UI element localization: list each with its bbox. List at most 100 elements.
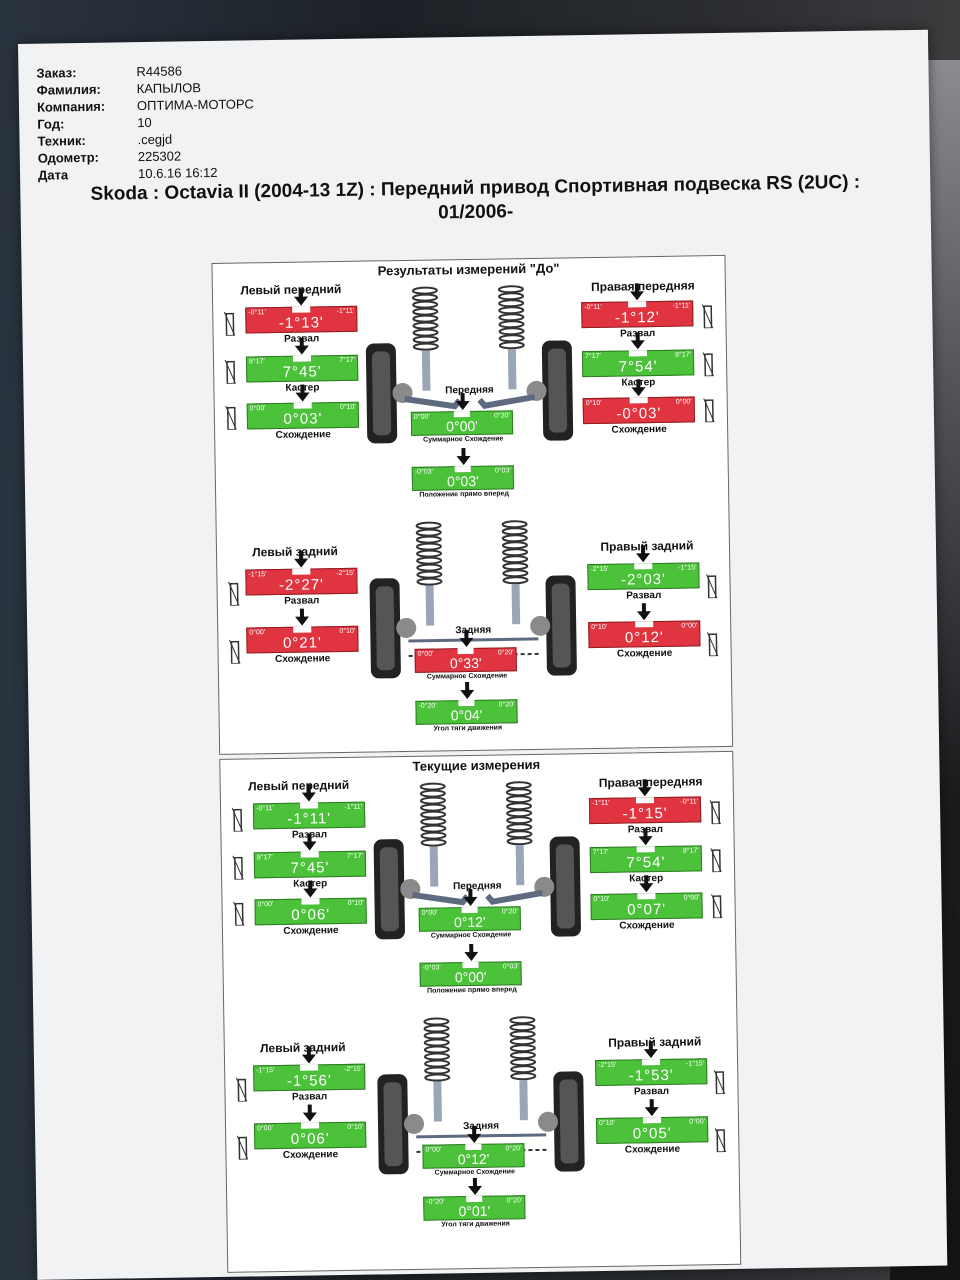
measured-value: 7°54' [626, 853, 666, 872]
wheel-angle-icon [235, 1077, 248, 1102]
measurement-caption: Схождение [616, 647, 673, 660]
measurement-caption: Развал [633, 1085, 670, 1098]
measurement-bar: 0°10'0°00'0°07' [590, 892, 703, 921]
center-measurement-block: -0°03'0°03'0°03'Положение прямо вперед [411, 455, 517, 499]
measurement-bar: 0°00'0°10'0°03' [246, 401, 360, 430]
measurement-caption: Угол тяги движения [441, 1220, 510, 1229]
measurement-block: 0°10'0°00'0°12'Схождение [588, 610, 701, 660]
header-value: R44586 [136, 63, 183, 80]
wheel-angle-icon [703, 398, 716, 423]
pointer-arrow-icon [303, 888, 318, 898]
measurement-block: -1°15'-2°15'-1°56'Развал [253, 1054, 366, 1104]
wheel-angle-icon [710, 894, 723, 919]
tolerance-notch [292, 568, 311, 575]
measured-value: 0°12' [457, 1150, 490, 1168]
measured-value: 0°00' [454, 968, 487, 986]
measurement-block: 0°00'0°10'0°21'Схождение [246, 616, 359, 666]
pointer-arrow-icon [459, 637, 474, 648]
wheel-angle-icon [702, 352, 715, 377]
pointer-arrow-icon [643, 1049, 659, 1059]
wheel-angle-icon [233, 901, 245, 926]
rear-suspension-diagram [377, 1016, 585, 1175]
center-measurement-bar: -0°03'0°03'0°00' [419, 961, 522, 987]
pointer-arrow-icon [301, 792, 316, 802]
tolerance-notch [300, 1064, 319, 1071]
measurement-bar: 7°17'8°17'7°54' [589, 845, 703, 874]
pointer-arrow-icon [467, 1133, 482, 1144]
measurement-bar: 0°10'0°00'-0°03' [582, 396, 696, 425]
front-suspension-diagram [365, 285, 574, 444]
measured-value: 0°04' [450, 706, 483, 724]
wheel-angle-icon [236, 1135, 249, 1160]
center-measurement-bar: -0°20'0°20'0°01' [423, 1195, 526, 1221]
measured-value: 0°06' [290, 1130, 330, 1148]
measurement-caption: Схождение [619, 919, 675, 932]
measurement-caption: Схождение [624, 1143, 681, 1156]
measured-value: 0°07' [627, 900, 667, 919]
tolerance-notch [293, 402, 312, 409]
tolerance-notch [637, 893, 656, 900]
measurement-block: -2°15'-1°15'-2°03'Развал [587, 552, 700, 602]
measurement-bar: -2°15'-1°15'-1°53' [595, 1058, 708, 1087]
tolerance-notch [299, 802, 319, 809]
pointer-arrow-icon [644, 1107, 659, 1117]
measurement-caption: Положение прямо вперед [427, 986, 517, 995]
measured-value: 0°33' [449, 654, 482, 672]
pointer-arrow-icon [460, 689, 475, 700]
center-measurement-block: 0°00'0°20'0°00'Суммарное Схождение [410, 400, 516, 444]
measurement-caption: Положение прямо вперед [419, 490, 510, 499]
measurement-block: 0°10'0°00'0°07'Схождение [590, 882, 703, 932]
pointer-arrow-icon [294, 296, 309, 306]
wheel-angle-icon [232, 855, 245, 880]
center-measurement-bar: -0°03'0°03'0°03' [411, 465, 515, 491]
pointer-arrow-icon [636, 611, 652, 621]
pointer-arrow-icon [636, 553, 651, 563]
wheel-label: Передняя [452, 880, 502, 893]
measured-value: 7°54' [618, 357, 658, 376]
tolerance-notch [629, 397, 648, 404]
measurement-bar: -1°11'-0°11'-1°15' [588, 796, 702, 825]
measurement-bar: 0°00'0°10'0°06' [254, 897, 367, 926]
measured-value: -2°27' [278, 576, 325, 594]
tolerance-notch [461, 906, 478, 914]
pointer-arrow-icon [639, 883, 654, 893]
tolerance-notch [293, 626, 312, 633]
measurement-caption: Схождение [275, 429, 331, 442]
measurement-caption: Угол тяги движения [433, 724, 503, 733]
wheel-angle-icon [224, 359, 237, 384]
measurement-caption: Схождение [274, 653, 331, 666]
measured-value: 0°01' [458, 1202, 491, 1220]
wheel-label: Задняя [463, 1120, 500, 1133]
pointer-arrow-icon [630, 340, 645, 350]
measured-value: 0°06' [291, 906, 331, 924]
center-measurement-block: 0°00'0°20'0°12'Суммарное Схождение [418, 896, 523, 940]
tolerance-notch [292, 306, 311, 313]
center-measurement-bar: -0°20'0°20'0°04' [415, 699, 518, 725]
measurement-caption: Развал [284, 595, 320, 607]
header-label: Одометр: [37, 149, 100, 166]
wheel-angle-icon [701, 304, 714, 329]
measurement-bar: 7°17'8°17'7°54' [581, 349, 695, 378]
header-label: Год: [37, 116, 65, 132]
measurement-block: -2°15'-1°15'-1°53'Развал [595, 1048, 708, 1098]
wheel-angle-icon [710, 848, 723, 873]
tolerance-notch [453, 410, 470, 418]
tolerance-notch [635, 797, 655, 804]
measurement-block: 0°10'0°00'-0°03'Схождение [582, 386, 696, 436]
pointer-arrow-icon [629, 291, 645, 301]
measured-value: -1°11' [287, 810, 332, 828]
pointer-arrow-icon [467, 1185, 483, 1196]
pointer-arrow-icon [638, 836, 653, 846]
wheel-angle-icon [231, 807, 244, 832]
pointer-arrow-icon [295, 392, 310, 402]
tolerance-notch [300, 1122, 320, 1129]
measurement-bar: -0°11'-1°11'-1°12' [581, 300, 694, 329]
measured-value: 0°12' [624, 628, 664, 647]
header-value: ОПТИМА-МОТОРС [136, 96, 254, 114]
measurement-bar: 8°17'7°17'7°45' [253, 850, 367, 879]
tolerance-notch [642, 1059, 661, 1066]
center-measurement-block: -0°20'0°20'0°04'Угол тяги движения [415, 689, 520, 733]
